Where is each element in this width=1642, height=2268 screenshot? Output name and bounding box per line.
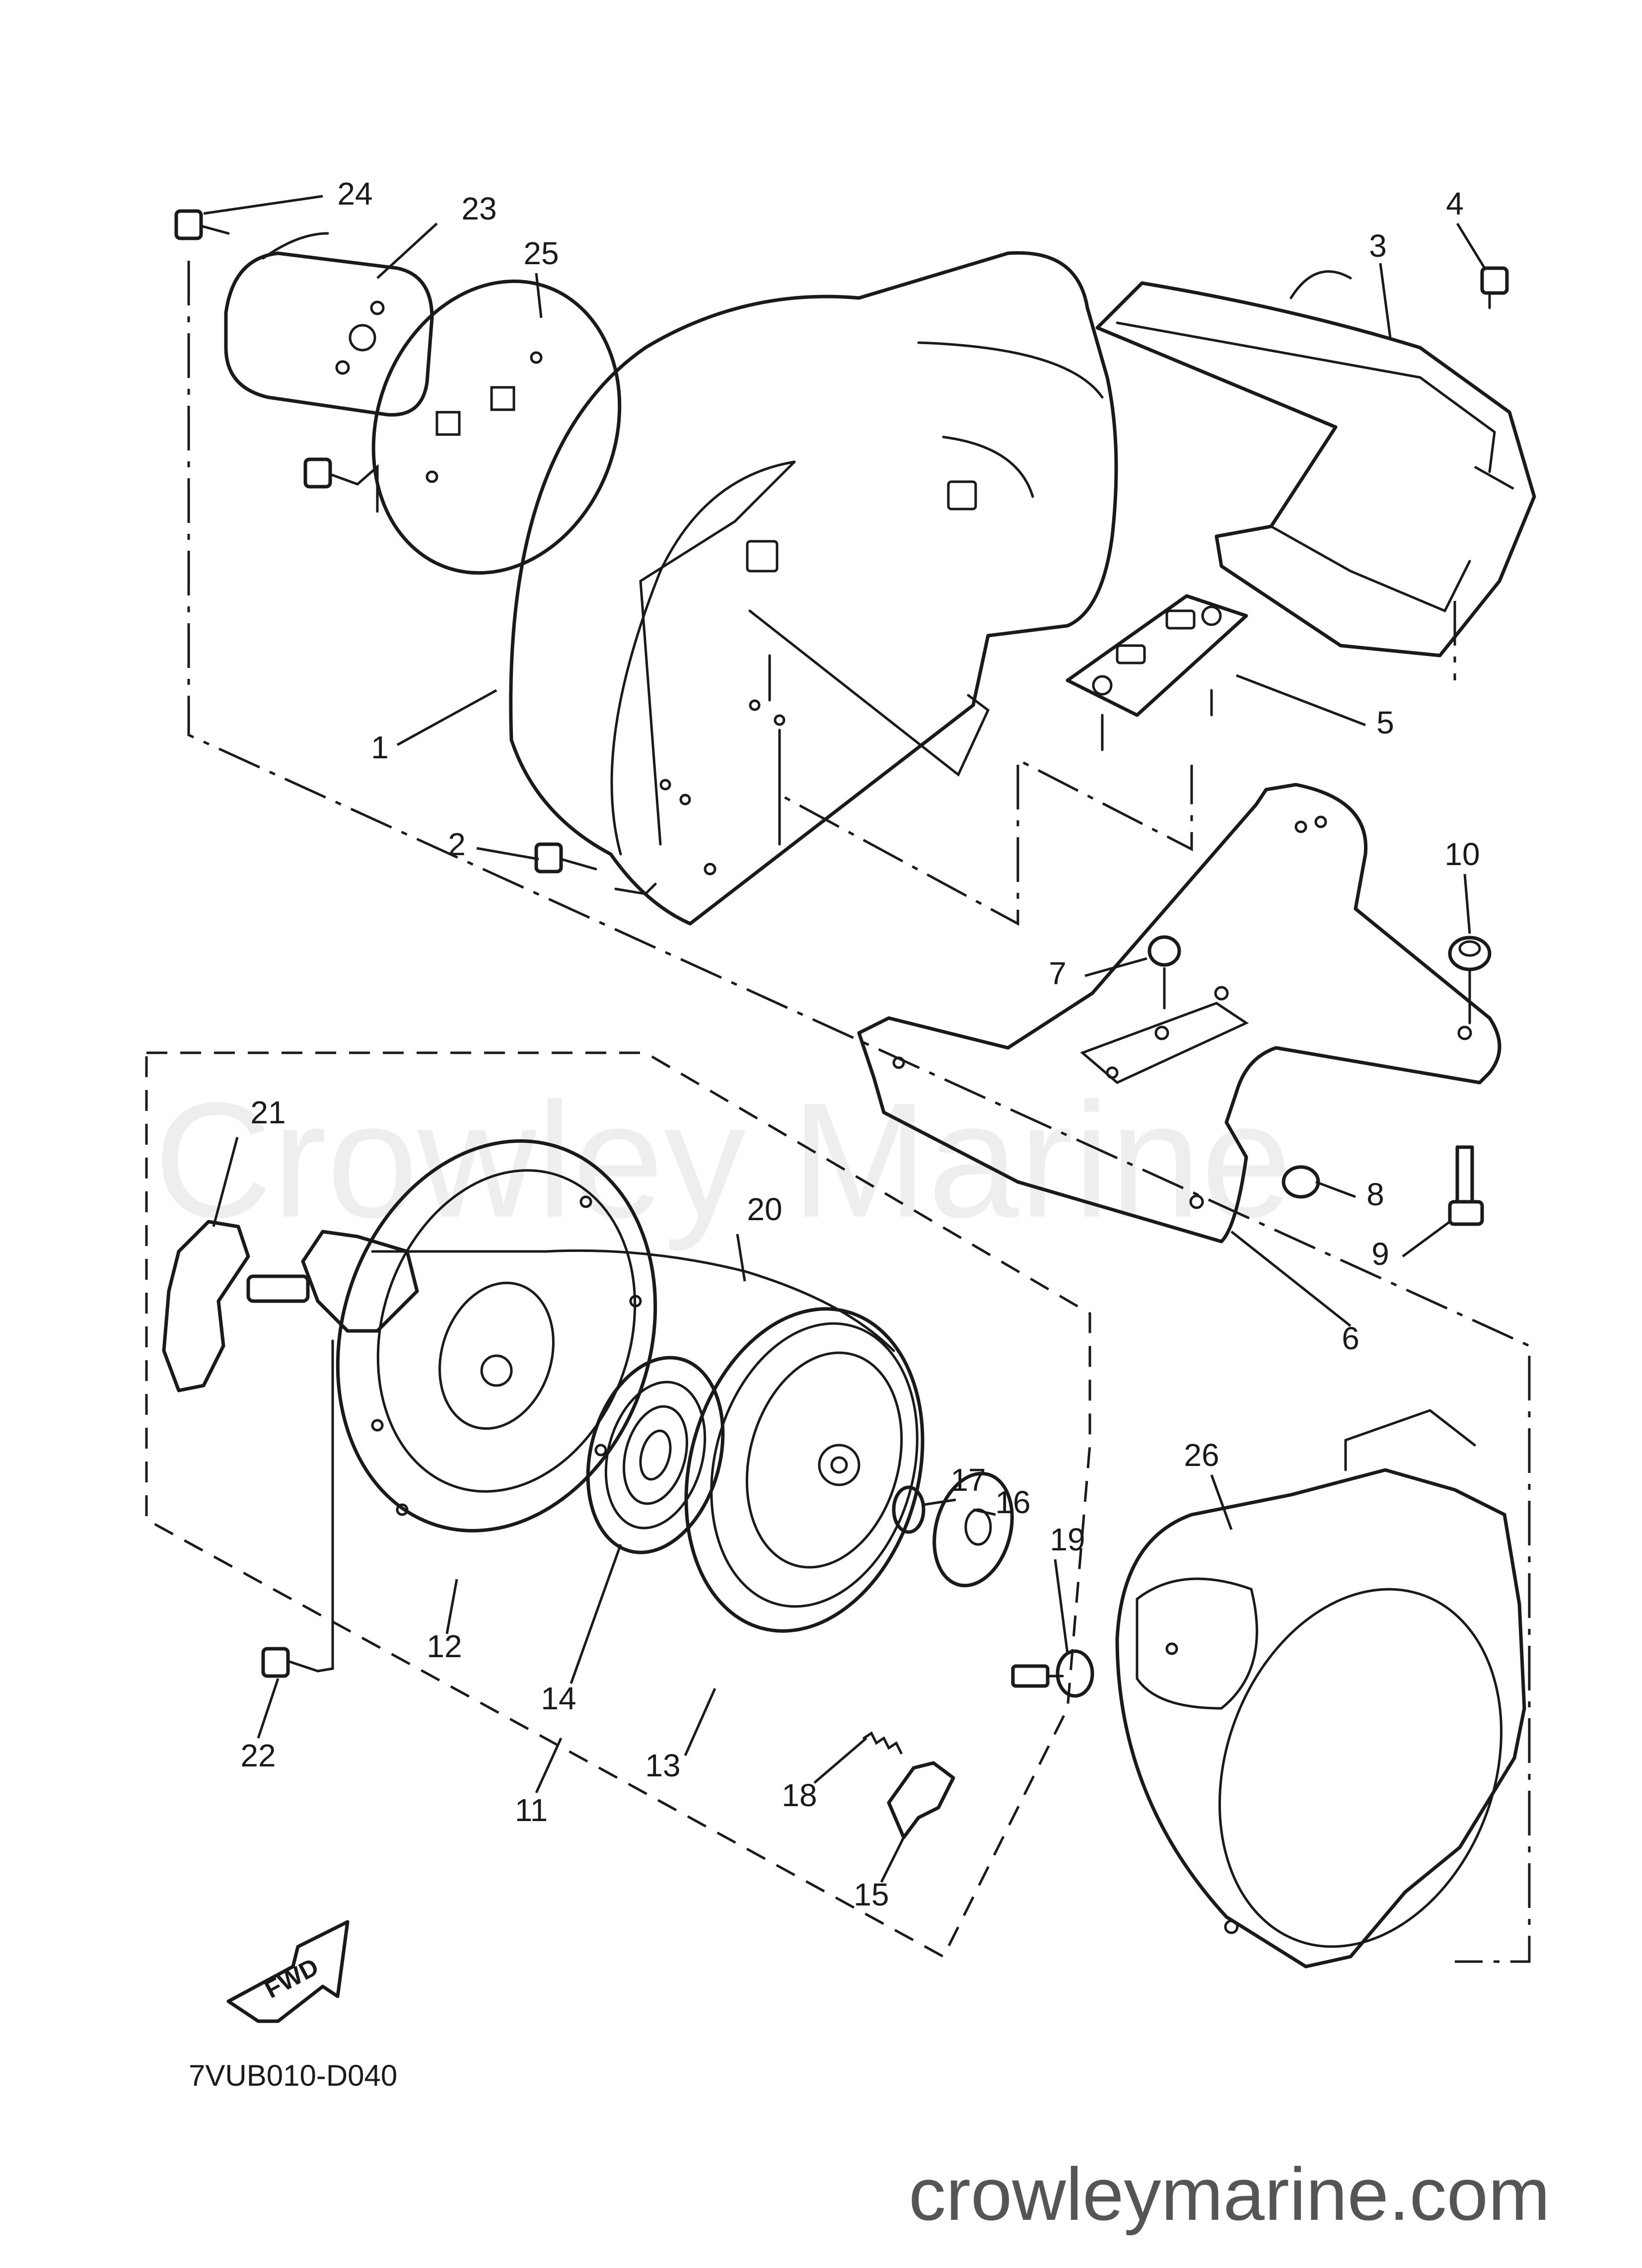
callout-7: 7	[1049, 955, 1067, 991]
callout-8: 8	[1366, 1176, 1384, 1212]
fwd-label: FWD	[260, 1953, 323, 2004]
part-21-handle	[162, 1220, 548, 1392]
callout-18: 18	[782, 1777, 817, 1813]
fwd-arrow-icon: FWD	[226, 1920, 350, 2023]
callout-26: 26	[1184, 1437, 1219, 1473]
callout-19: 19	[1050, 1522, 1085, 1557]
part-5-plate	[1066, 594, 1248, 751]
diagram-code: 7VUB010-D040	[189, 2059, 397, 2092]
part-12-starter-case	[336, 1139, 657, 1533]
watermark-text: Crowley Marine	[154, 1068, 1292, 1252]
callout-11: 11	[515, 1792, 548, 1828]
part-13-sheave-drum	[684, 1307, 925, 1633]
part-3-duct	[1095, 270, 1536, 658]
callout-9: 9	[1371, 1236, 1389, 1272]
callout-21: 21	[250, 1095, 286, 1130]
callout-4: 4	[1446, 186, 1464, 221]
callout-1: 1	[371, 730, 389, 765]
callout-14: 14	[541, 1681, 576, 1716]
part-6-bracket	[857, 783, 1501, 1244]
bolt-19	[1011, 1649, 1094, 1698]
screw-25	[303, 457, 379, 513]
callout-3: 3	[1369, 228, 1387, 264]
assembly-lines	[187, 261, 1531, 1963]
part-23-boss	[224, 232, 434, 417]
callout-16: 16	[995, 1484, 1030, 1520]
callout-23: 23	[461, 191, 497, 226]
site-footer: crowleymarine.com	[909, 2152, 1550, 2236]
part-1-cover	[509, 251, 1193, 926]
callout-22: 22	[240, 1738, 276, 1773]
callout-6: 6	[1342, 1320, 1359, 1356]
ring-17	[892, 1485, 926, 1534]
callout-24: 24	[337, 176, 372, 212]
screw-24	[174, 209, 230, 240]
nut-10	[1448, 936, 1492, 1024]
part-14-spring	[586, 1356, 725, 1554]
callout-17: 17	[950, 1462, 986, 1498]
callout-5: 5	[1376, 705, 1394, 740]
screw-22	[261, 1339, 334, 1678]
part-20-rope	[545, 1249, 895, 1352]
callout-25: 25	[523, 235, 559, 271]
pawl-15	[887, 1761, 955, 1839]
bolt-9	[1448, 1145, 1484, 1226]
callout-2: 2	[448, 826, 466, 862]
callout-numbers: 1 2 3 4 5 6 7 8 9 10 11 12 13 14 15 16 1…	[240, 176, 1480, 1912]
plug-7	[1147, 935, 1181, 1010]
spring-18	[862, 1731, 903, 1755]
screw-4	[1480, 266, 1509, 309]
part-25-plate	[371, 279, 622, 575]
callout-13: 13	[645, 1748, 680, 1783]
callout-15: 15	[854, 1877, 889, 1912]
part-26-lower-cover	[1115, 1409, 1526, 1969]
callout-10: 10	[1444, 836, 1480, 872]
callout-leaders	[203, 195, 1486, 1883]
callout-12: 12	[427, 1628, 462, 1664]
recoil-starter-kit-outline	[145, 1051, 1091, 1959]
callout-20: 20	[747, 1191, 782, 1227]
